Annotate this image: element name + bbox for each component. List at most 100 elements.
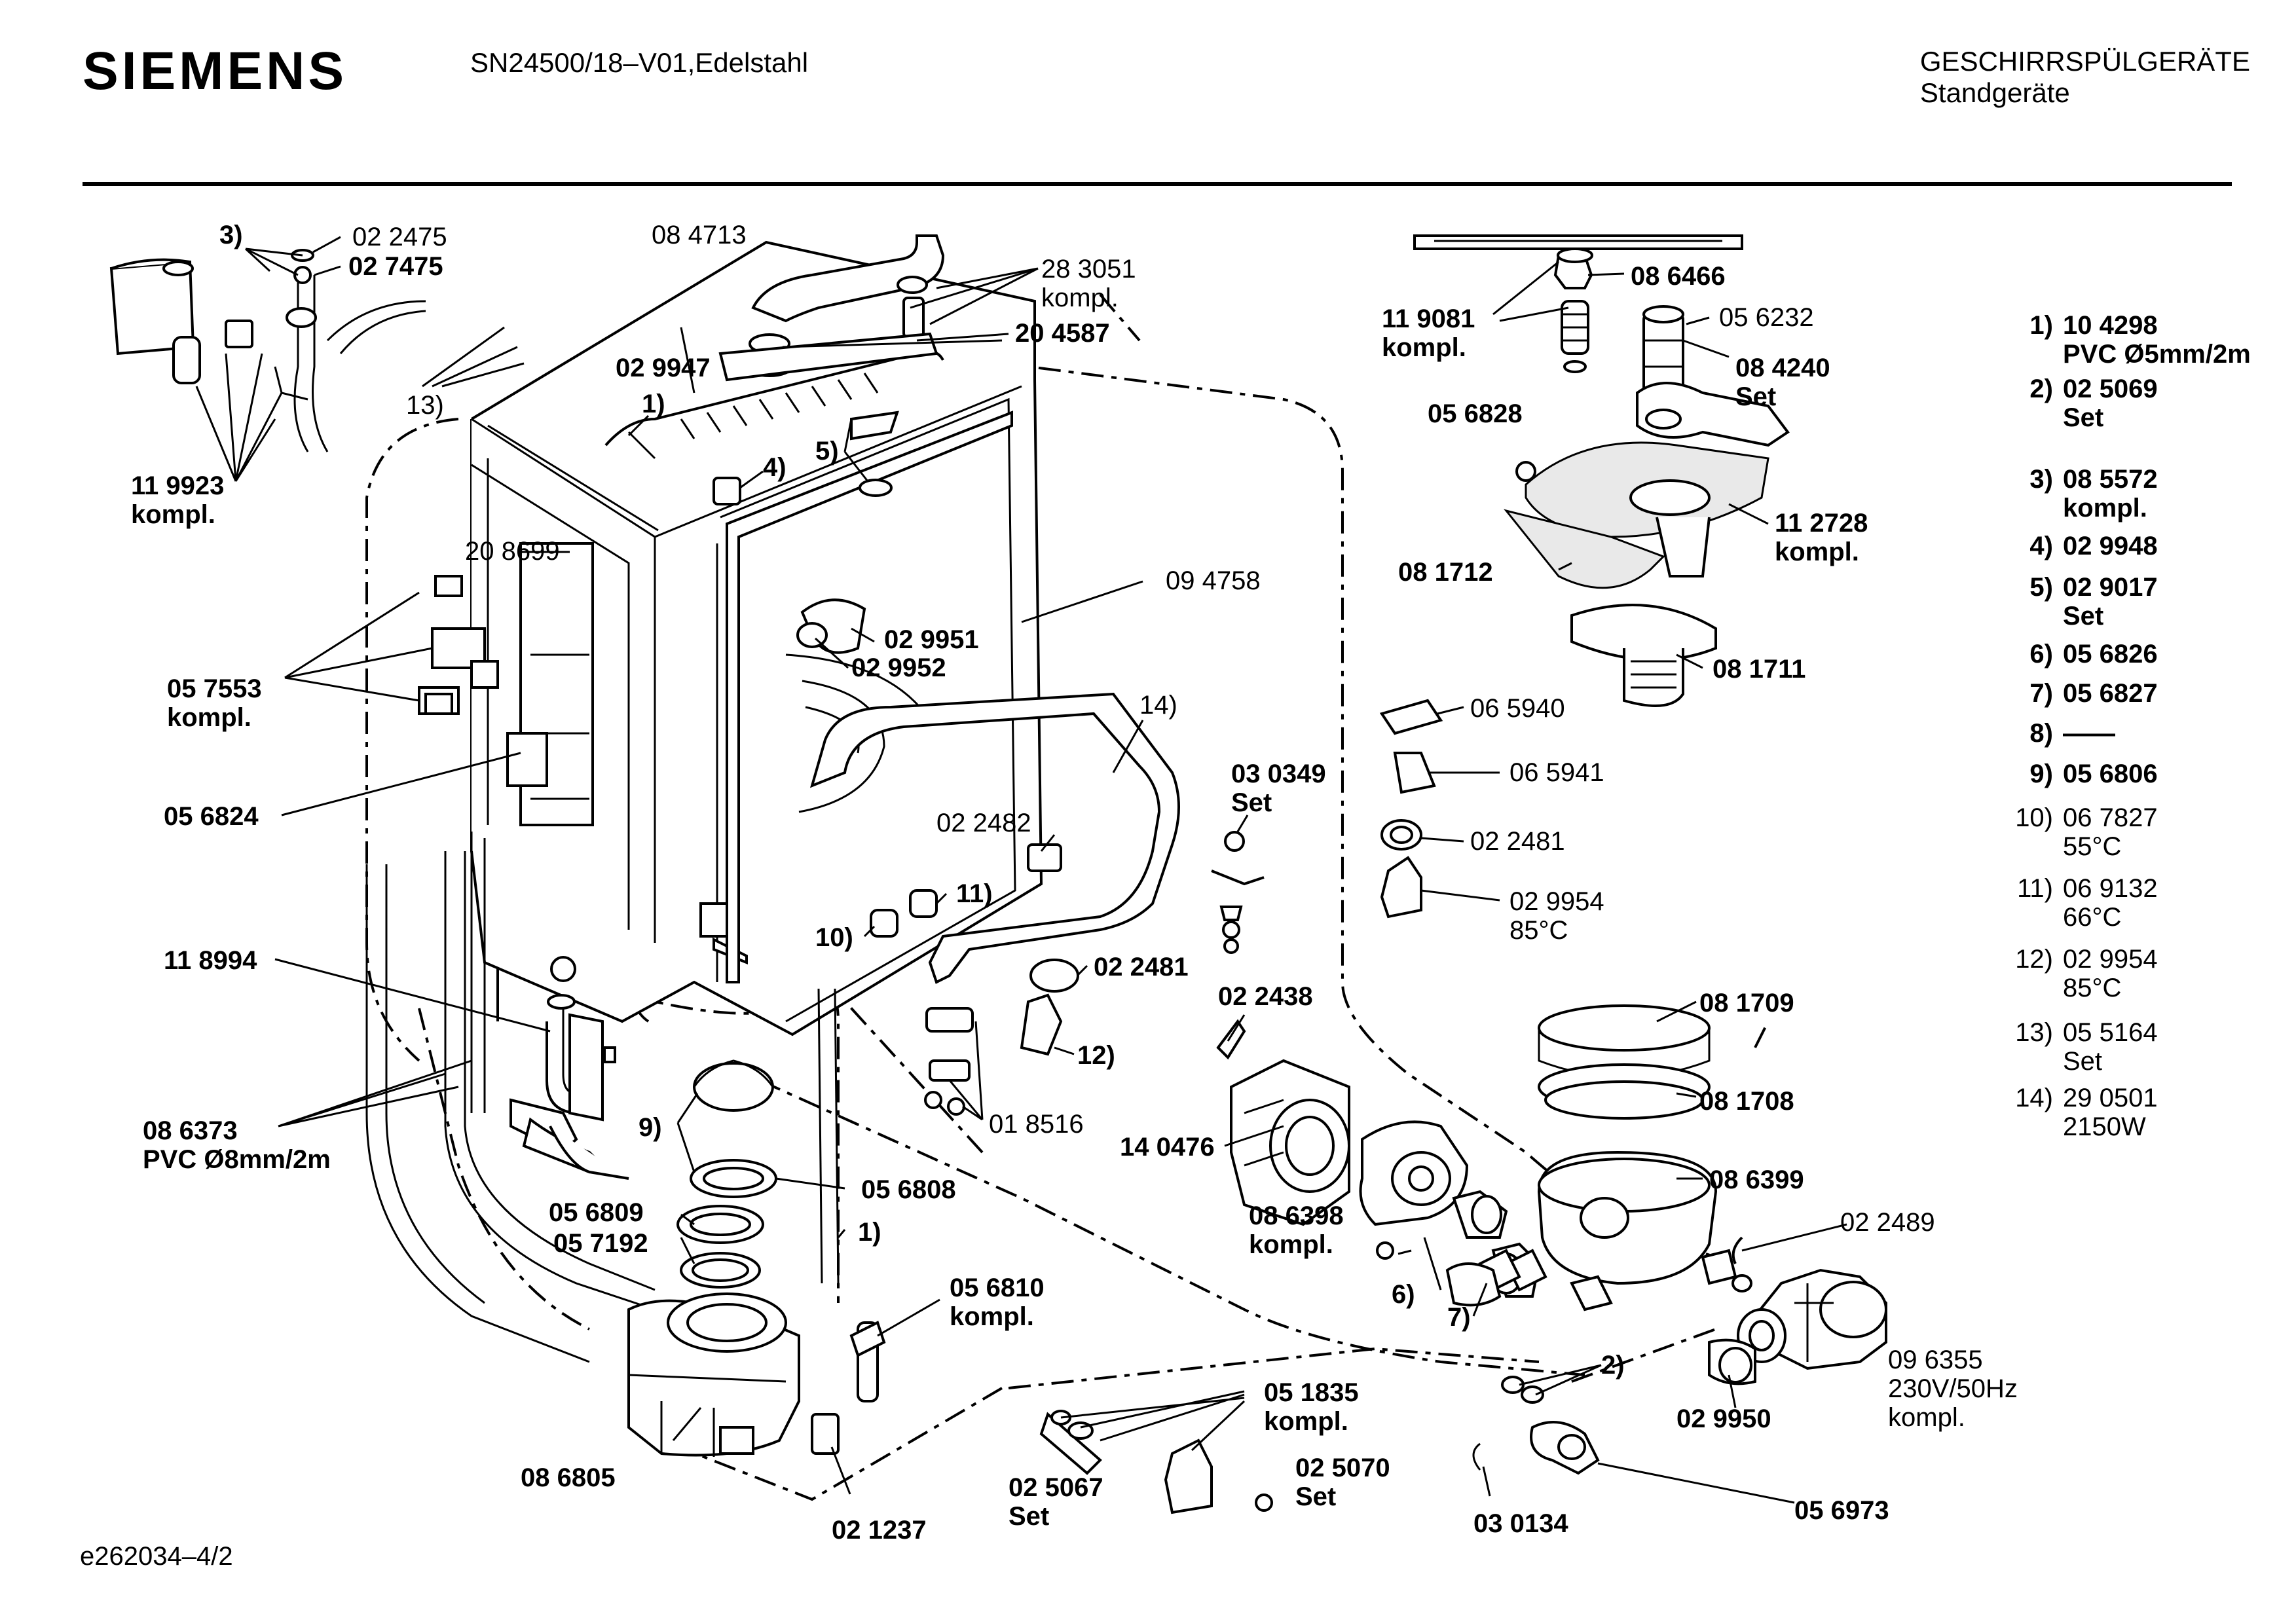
callout-c31: 05 7192 — [553, 1229, 648, 1258]
callout-c2: 02 2475 — [352, 223, 447, 251]
legend-key: 9) — [2029, 760, 2053, 788]
callout-c58: 02 2489 — [1840, 1208, 1935, 1237]
drain-pump-09-6355 — [1472, 1268, 1887, 1475]
callout-c64: 03 0134 — [1473, 1509, 1568, 1538]
callout-c6: 02 9947 — [616, 354, 711, 382]
callout-c10: 4) — [763, 453, 787, 482]
legend-key: 2) — [2029, 375, 2053, 403]
category-heading: GESCHIRRSPÜLGERÄTE Standgeräte — [1920, 46, 2250, 109]
callout-c53: 08 1709 — [1699, 989, 1794, 1017]
legend-key: 3) — [2029, 465, 2053, 494]
sump-and-pump-08-6805 — [549, 1059, 800, 1457]
header-rule — [83, 182, 2232, 186]
category-line-1: GESCHIRRSPÜLGERÄTE — [1919, 46, 2250, 77]
callout-c59: 6) — [1392, 1280, 1415, 1309]
top-hose-assembly — [680, 234, 945, 394]
model-title: SN24500/18–V01,Edelstahl — [470, 47, 809, 78]
callout-c21: 11) — [956, 879, 993, 908]
callout-c39: 08 6466 — [1631, 262, 1726, 291]
callout-c47: 06 5940 — [1470, 694, 1565, 723]
dishwasher-tub — [470, 240, 1043, 1036]
spray-arm-assembly — [1413, 234, 1790, 447]
legend-value: 05 6826 — [2063, 640, 2158, 669]
callout-c15: 02 9951 — [884, 625, 979, 654]
legend-value: 05 6827 — [2063, 679, 2158, 708]
heater-element-14 — [809, 692, 1180, 984]
callout-c41: 05 6232 — [1719, 303, 1814, 332]
callout-c50: 02 2481 — [1470, 827, 1565, 856]
callout-c23: 11 8994 — [164, 946, 257, 975]
callout-c63: 02 9950 — [1676, 1404, 1771, 1433]
callout-c9: 1) — [642, 390, 665, 418]
legend-key: 11) — [2017, 874, 2053, 903]
callout-c30: 05 6809 — [549, 1198, 644, 1227]
callout-c19: 05 6824 — [164, 802, 259, 831]
filter-assembly — [1504, 441, 1769, 707]
callout-c60: 7) — [1447, 1303, 1471, 1332]
callout-c22: 10) — [815, 923, 853, 952]
callout-c13: 20 8699 — [465, 537, 560, 566]
water-softener-3 — [109, 249, 426, 452]
legend-key: 1) — [2029, 311, 2053, 340]
legend-key: 7) — [2029, 679, 2053, 708]
callout-c65: 05 6973 — [1794, 1496, 1889, 1525]
fittings — [418, 411, 1079, 1116]
callout-c16: 02 9952 — [851, 653, 946, 682]
callout-c3: 02 7475 — [348, 252, 443, 281]
callout-c28: 01 8516 — [989, 1110, 1084, 1139]
callout-c56: 08 6399 — [1709, 1165, 1804, 1194]
brand-logo: SIEMENS — [83, 41, 348, 101]
legend-key: 6) — [2029, 640, 2053, 669]
callout-c38: 02 1237 — [832, 1516, 927, 1545]
callout-c11: 5) — [815, 437, 839, 466]
callout-c45: 08 1712 — [1398, 558, 1493, 587]
legend-key: 14) — [2015, 1084, 2053, 1112]
legend-key: 12) — [2015, 945, 2053, 974]
sensors-and-clips — [1211, 699, 1443, 1060]
legend-key: 8) — [2029, 719, 2053, 748]
drawing-number: e262034–4/2 — [80, 1542, 233, 1571]
callout-c1: 3) — [219, 221, 243, 249]
callout-c18: 14) — [1139, 691, 1177, 720]
callout-c52: 02 2438 — [1218, 982, 1313, 1011]
callout-c14: 09 4758 — [1166, 566, 1261, 595]
callout-c54: 08 1708 — [1699, 1087, 1794, 1116]
legend-value: 05 6806 — [2063, 760, 2158, 788]
sump-basket — [1445, 1004, 1752, 1311]
callout-c25: 12) — [1077, 1041, 1115, 1070]
callout-c24: 02 2481 — [1094, 953, 1189, 981]
callout-c20: 02 2482 — [936, 809, 1031, 837]
legend-key: 13) — [2015, 1018, 2053, 1047]
callout-c7: 20 4587 — [1015, 319, 1110, 348]
callout-c61: 2) — [1601, 1351, 1625, 1380]
callout-c29: 05 6808 — [861, 1175, 956, 1204]
callout-c43: 05 6828 — [1428, 399, 1523, 428]
callout-c35: 08 6805 — [521, 1463, 616, 1492]
legend-value: 02 9948 — [2063, 532, 2158, 560]
legend-key: 4) — [2029, 532, 2053, 560]
callout-c32: 1) — [858, 1218, 881, 1247]
